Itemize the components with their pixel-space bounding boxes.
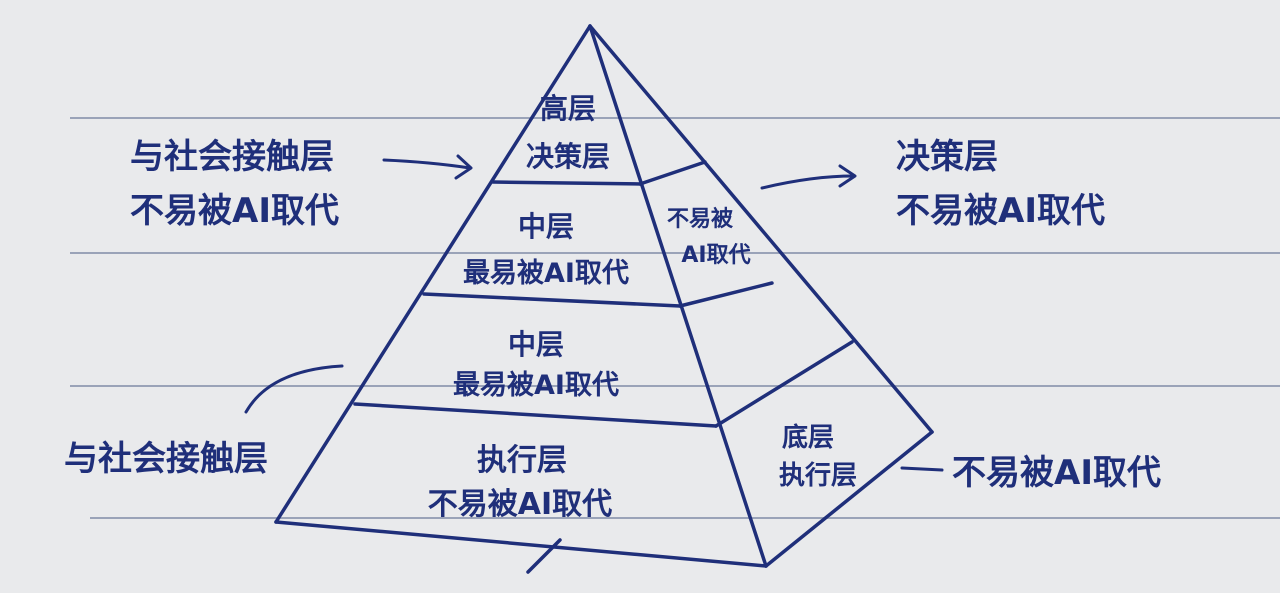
pyramid-right-edge: [588, 24, 934, 434]
right-top-label-line2: 不易被AI取代: [896, 191, 1105, 231]
left-bottom-curve: [244, 364, 344, 414]
side-bottom-line2: 执行层: [779, 460, 857, 491]
pyramid-base-front: [274, 520, 768, 568]
left-top-arrow: [382, 158, 472, 170]
side-divider-2: [678, 281, 774, 308]
front-divider-1: [491, 180, 644, 186]
front-upper-line2: 最易被AI取代: [463, 258, 629, 289]
left-bottom-label: 与社会接触层: [64, 439, 268, 479]
arrow-head-icon: [838, 164, 857, 188]
front-divider-2: [422, 292, 682, 308]
base-tail-stroke: [526, 538, 562, 574]
pyramid-base-side: [764, 430, 934, 568]
annotation-strokes: [244, 154, 944, 472]
front-bottom-line2: 不易被AI取代: [428, 487, 612, 522]
side-upper-line1: 不易被: [667, 207, 734, 232]
side-bottom-line1: 底层: [782, 422, 834, 453]
side-divider-3: [714, 340, 854, 428]
left-top-label-line2: 不易被AI取代: [130, 191, 339, 231]
front-top-line1: 高层: [540, 92, 596, 125]
front-bottom-line1: 执行层: [477, 443, 567, 478]
right-top-label-line1: 决策层: [896, 137, 998, 177]
front-lower-line1: 中层: [508, 328, 564, 361]
right-bottom-dash: [900, 466, 944, 472]
front-top-line2: 决策层: [526, 140, 610, 173]
front-upper-line1: 中层: [518, 210, 574, 243]
side-face-labels: 不易被 AI取代 底层 执行层: [667, 207, 857, 491]
front-lower-line2: 最易被AI取代: [453, 370, 619, 401]
front-face-labels: 高层 决策层 中层 最易被AI取代 中层 最易被AI取代 执行层 不易被AI取代: [428, 92, 629, 522]
pyramid-center-edge: [588, 24, 768, 568]
side-divider-1: [638, 160, 707, 186]
side-upper-line2: AI取代: [681, 243, 750, 268]
right-bottom-label: 不易被AI取代: [952, 453, 1161, 493]
left-top-label-line1: 与社会接触层: [130, 137, 334, 177]
pyramid-outline: [274, 24, 934, 574]
pyramid-left-edge: [274, 24, 592, 524]
front-divider-3: [353, 402, 718, 428]
arrow-head-icon: [454, 154, 473, 180]
right-top-arrow: [760, 174, 856, 190]
